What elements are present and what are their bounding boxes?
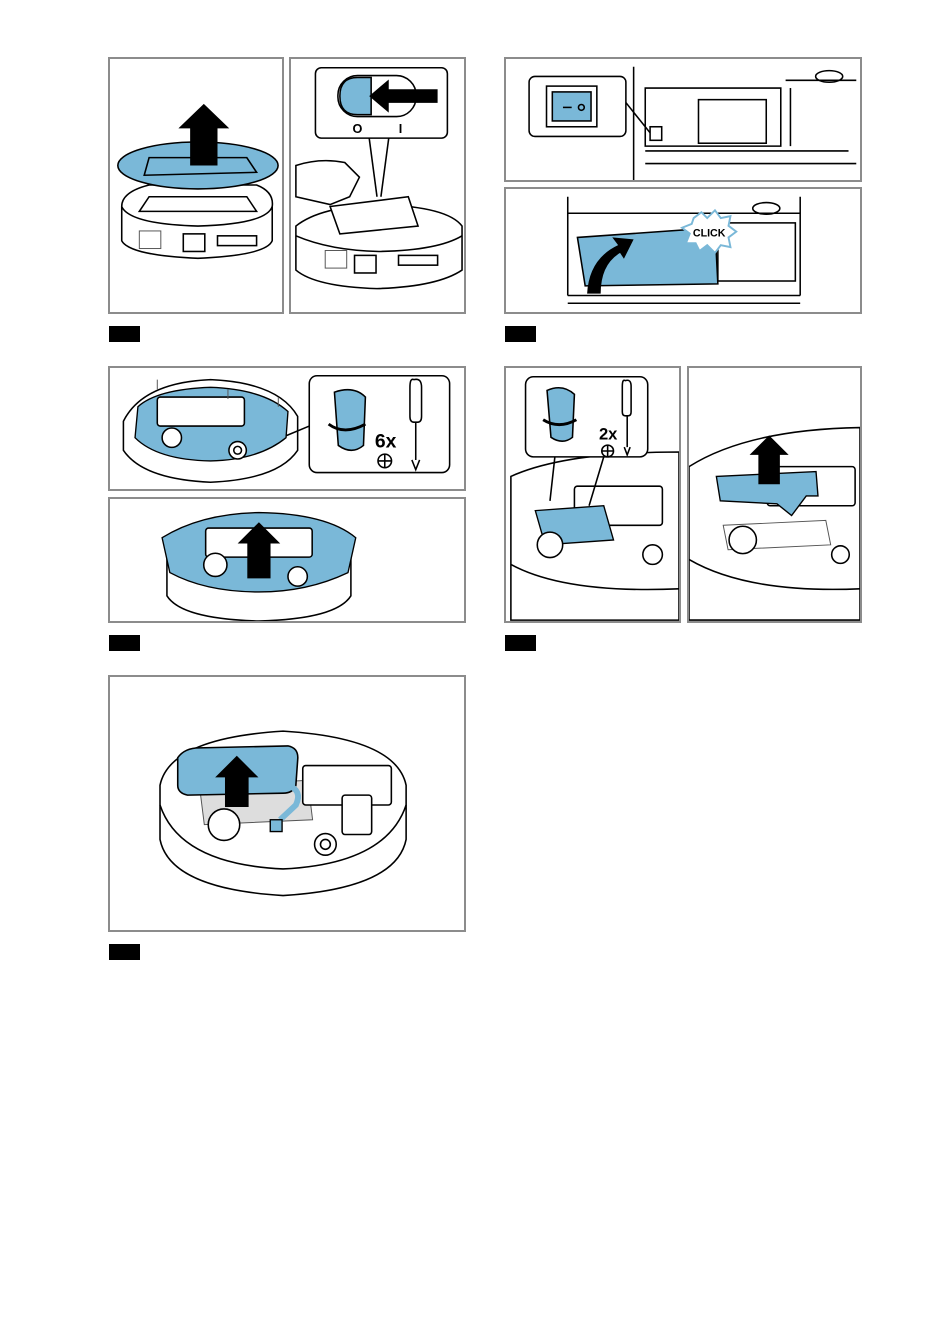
panel-lift-top-cover: [108, 57, 284, 314]
step-badge-1: [109, 326, 140, 342]
panel-switch-off: O I: [289, 57, 466, 314]
panel-lift-bottom-cover: [108, 497, 466, 623]
phillips-icon: [602, 445, 614, 457]
panel-lift-battery-cover: [687, 366, 862, 623]
screw-count-step-3: 6x: [375, 430, 397, 452]
switch-on-mark: I: [399, 122, 403, 136]
step-badge-5: [109, 944, 140, 960]
panel-close-door-click: CLICK: [504, 187, 862, 314]
screw-count-step-4: 2x: [599, 424, 618, 443]
panel-unscrew-battery-cover-2: 2x: [504, 366, 681, 623]
phillips-icon: [378, 454, 392, 468]
switch-off-mark: O: [353, 122, 363, 136]
panel-station-switch: [504, 57, 862, 182]
click-label: CLICK: [693, 227, 726, 239]
panel-lift-battery: [108, 675, 466, 932]
panel-unscrew-bottom-6: 6x: [108, 366, 466, 491]
step-badge-2: [505, 326, 536, 342]
step-badge-3: [109, 635, 140, 651]
step-badge-4: [505, 635, 536, 651]
